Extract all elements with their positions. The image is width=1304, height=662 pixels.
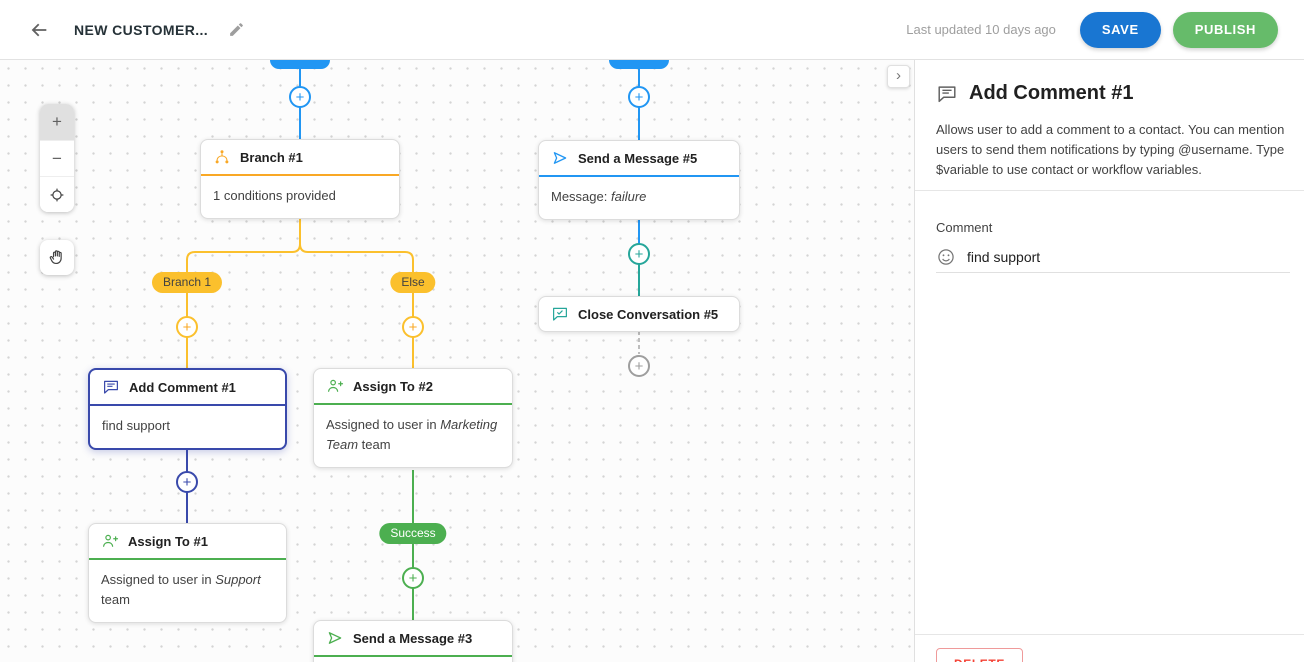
zoom-controls: + − [40, 104, 74, 212]
node-title: Add Comment #1 [129, 379, 236, 395]
assign-user-icon [101, 532, 119, 550]
add-step-button[interactable]: + [628, 355, 650, 377]
comment-field-label: Comment [936, 220, 993, 235]
node-header: Close Conversation #5 [539, 297, 739, 331]
back-button[interactable] [26, 17, 52, 43]
last-updated-text: Last updated 10 days ago [906, 22, 1056, 37]
divider [915, 190, 1304, 191]
pencil-icon [228, 21, 245, 38]
detail-panel: Add Comment #1 Allows user to add a comm… [914, 60, 1304, 662]
success-label-badge: Success [379, 523, 447, 544]
add-step-button[interactable]: + [628, 243, 650, 265]
save-button[interactable]: SAVE [1079, 11, 1161, 48]
pan-tool-button[interactable] [40, 240, 74, 275]
node-header: Send a Message #5 [539, 141, 739, 177]
node-title: Assign To #2 [353, 378, 433, 394]
node-title: Assign To #1 [128, 533, 208, 549]
divider [915, 634, 1304, 635]
input-underline [936, 272, 1290, 273]
comment-input[interactable]: find support [936, 245, 1290, 269]
clipped-badge [270, 60, 330, 69]
node-header: Assign To #1 [89, 524, 286, 560]
node-body: Assigned to user in Marketing Team team [326, 417, 498, 452]
comment-value: find support [967, 249, 1041, 265]
workflow-canvas[interactable]: + − Branch #1 [0, 60, 914, 662]
node-assign-to-1[interactable]: Assign To #1 Assigned to user in Support… [88, 523, 287, 623]
node-assign-to-2[interactable]: Assign To #2 Assigned to user in Marketi… [313, 368, 513, 468]
center-target-icon [48, 186, 66, 204]
node-send-message-5[interactable]: Send a Message #5 Message: failure [538, 140, 740, 220]
node-header: Send a Message #3 [314, 621, 512, 657]
add-step-button[interactable]: + [628, 86, 650, 108]
emoji-icon[interactable] [936, 247, 956, 267]
add-step-button[interactable]: + [402, 316, 424, 338]
panel-title: Add Comment #1 [969, 82, 1134, 104]
node-header: Assign To #2 [314, 369, 512, 405]
branch-icon [213, 148, 231, 166]
zoom-in-button[interactable]: + [40, 104, 74, 140]
node-header: Add Comment #1 [90, 370, 285, 406]
comment-icon [936, 83, 958, 105]
branch-label-badge: Branch 1 [151, 272, 223, 293]
panel-title-row: Add Comment #1 [936, 82, 1133, 105]
node-close-conversation-5[interactable]: Close Conversation #5 [538, 296, 740, 332]
node-header: Branch #1 [201, 140, 399, 176]
node-title: Send a Message #3 [353, 630, 473, 646]
zoom-out-button[interactable]: − [40, 140, 74, 176]
node-send-message-3[interactable]: Send a Message #3 [313, 620, 513, 662]
arrow-left-icon [28, 19, 50, 41]
workflow-title: NEW CUSTOMER... [74, 21, 209, 38]
close-conversation-icon [551, 305, 569, 323]
send-icon [551, 149, 569, 167]
hand-icon [48, 248, 67, 267]
node-add-comment-1[interactable]: Add Comment #1 find support [88, 368, 287, 450]
node-title: Close Conversation #5 [578, 306, 719, 322]
send-icon [326, 629, 344, 647]
comment-icon [102, 378, 120, 396]
edit-title-button[interactable] [224, 18, 248, 42]
node-body: 1 conditions provided [213, 188, 336, 203]
fit-view-button[interactable] [40, 176, 74, 212]
add-step-button[interactable]: + [176, 316, 198, 338]
node-body: Assigned to user in Support team [101, 572, 261, 607]
add-step-button[interactable]: + [176, 471, 198, 493]
node-title: Send a Message #5 [578, 150, 698, 166]
add-step-button[interactable]: + [289, 86, 311, 108]
node-body: Message: failure [551, 189, 647, 204]
top-bar: NEW CUSTOMER... Last updated 10 days ago… [0, 0, 1304, 60]
clipped-badge [609, 60, 669, 69]
publish-button[interactable]: PUBLISH [1172, 11, 1278, 48]
collapse-panel-button[interactable]: › [887, 65, 910, 88]
assign-user-icon [326, 377, 344, 395]
node-title: Branch #1 [240, 149, 303, 165]
else-label-badge: Else [390, 272, 436, 293]
node-branch-1[interactable]: Branch #1 1 conditions provided [200, 139, 400, 219]
add-step-button[interactable]: + [402, 567, 424, 589]
delete-button[interactable]: DELETE [936, 648, 1023, 662]
panel-description: Allows user to add a comment to a contac… [936, 122, 1285, 177]
node-body: find support [102, 418, 170, 433]
